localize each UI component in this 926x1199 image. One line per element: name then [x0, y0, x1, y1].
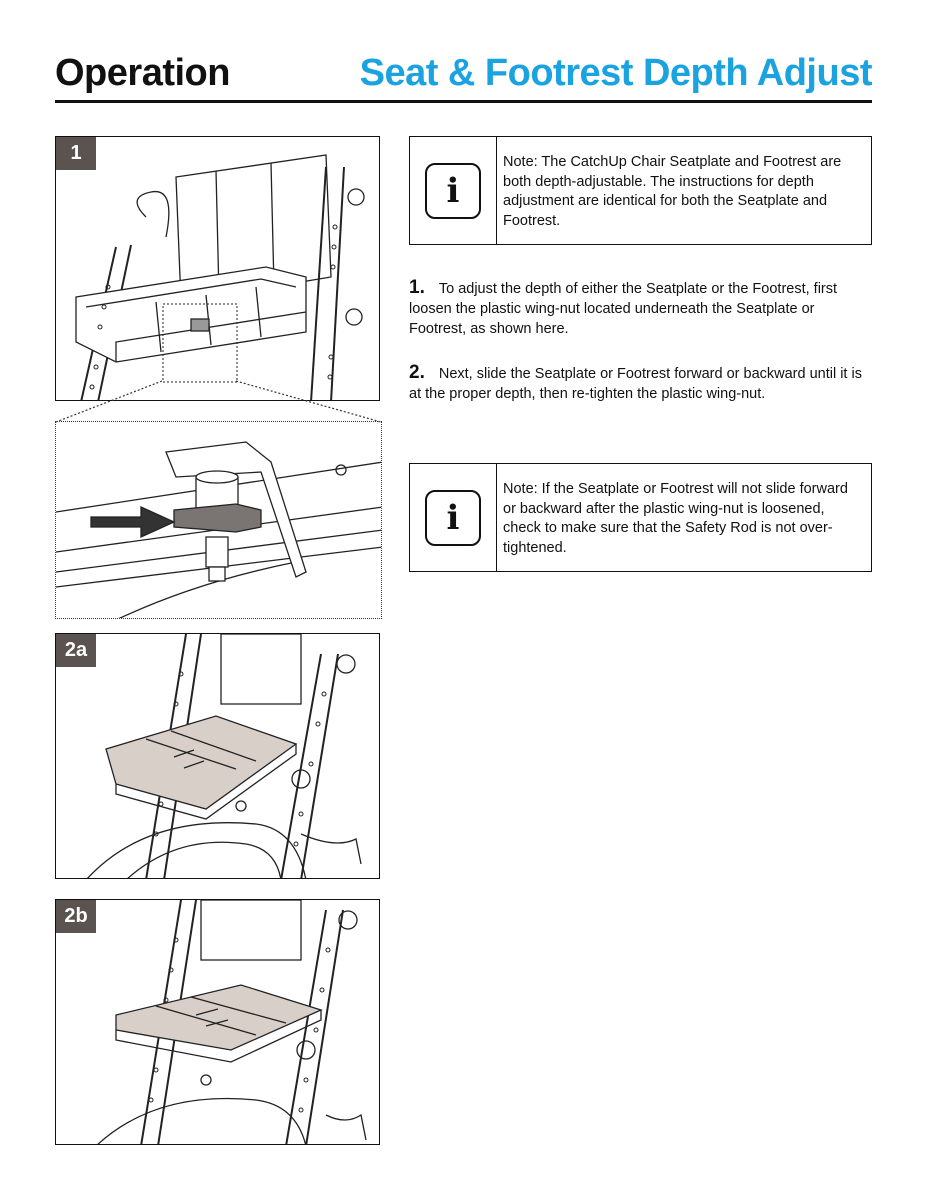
figure-2a-illustration — [87, 634, 362, 878]
page-title: Seat & Footrest Depth Adjust — [359, 52, 873, 94]
figure-1-badge: 1 — [56, 137, 96, 170]
note-2-text: Note: If the Seatplate or Footrest will … — [503, 481, 848, 556]
step-1-number: 1. — [409, 277, 425, 298]
callout-lines — [55, 380, 382, 423]
figure-1-illustration — [75, 154, 365, 400]
section-title: Operation — [55, 52, 230, 94]
info-icon: i — [425, 489, 481, 546]
info-note-2: i Note: If the Seatplate or Footrest wil… — [409, 463, 872, 572]
step-1-text: To adjust the depth of either the Seatpl… — [409, 281, 838, 337]
info-note-1: i Note: The CatchUp Chair Seatplate and … — [409, 136, 872, 245]
figure-2b-panel: 2b — [55, 899, 380, 1145]
info-icon: i — [425, 162, 481, 219]
note-1-text: Note: The CatchUp Chair Seatplate and Fo… — [503, 154, 842, 229]
figure-2b-illustration — [97, 900, 367, 1144]
figure-2a-badge: 2a — [56, 634, 96, 667]
figure-1-panel: 1 — [55, 136, 380, 401]
info-icon-cell: i — [410, 464, 497, 571]
figure-2b-badge: 2b — [56, 900, 96, 933]
step-2-text: Next, slide the Seatplate or Footrest fo… — [409, 366, 862, 402]
header-rule — [55, 100, 872, 103]
step-2-number: 2. — [409, 362, 425, 383]
wing-nut-detail — [55, 421, 382, 619]
step-1: 1.To adjust the depth of either the Seat… — [409, 278, 874, 339]
step-2: 2.Next, slide the Seatplate or Footrest … — [409, 363, 874, 404]
info-icon-cell: i — [410, 137, 497, 244]
figure-2a-panel: 2a — [55, 633, 380, 879]
